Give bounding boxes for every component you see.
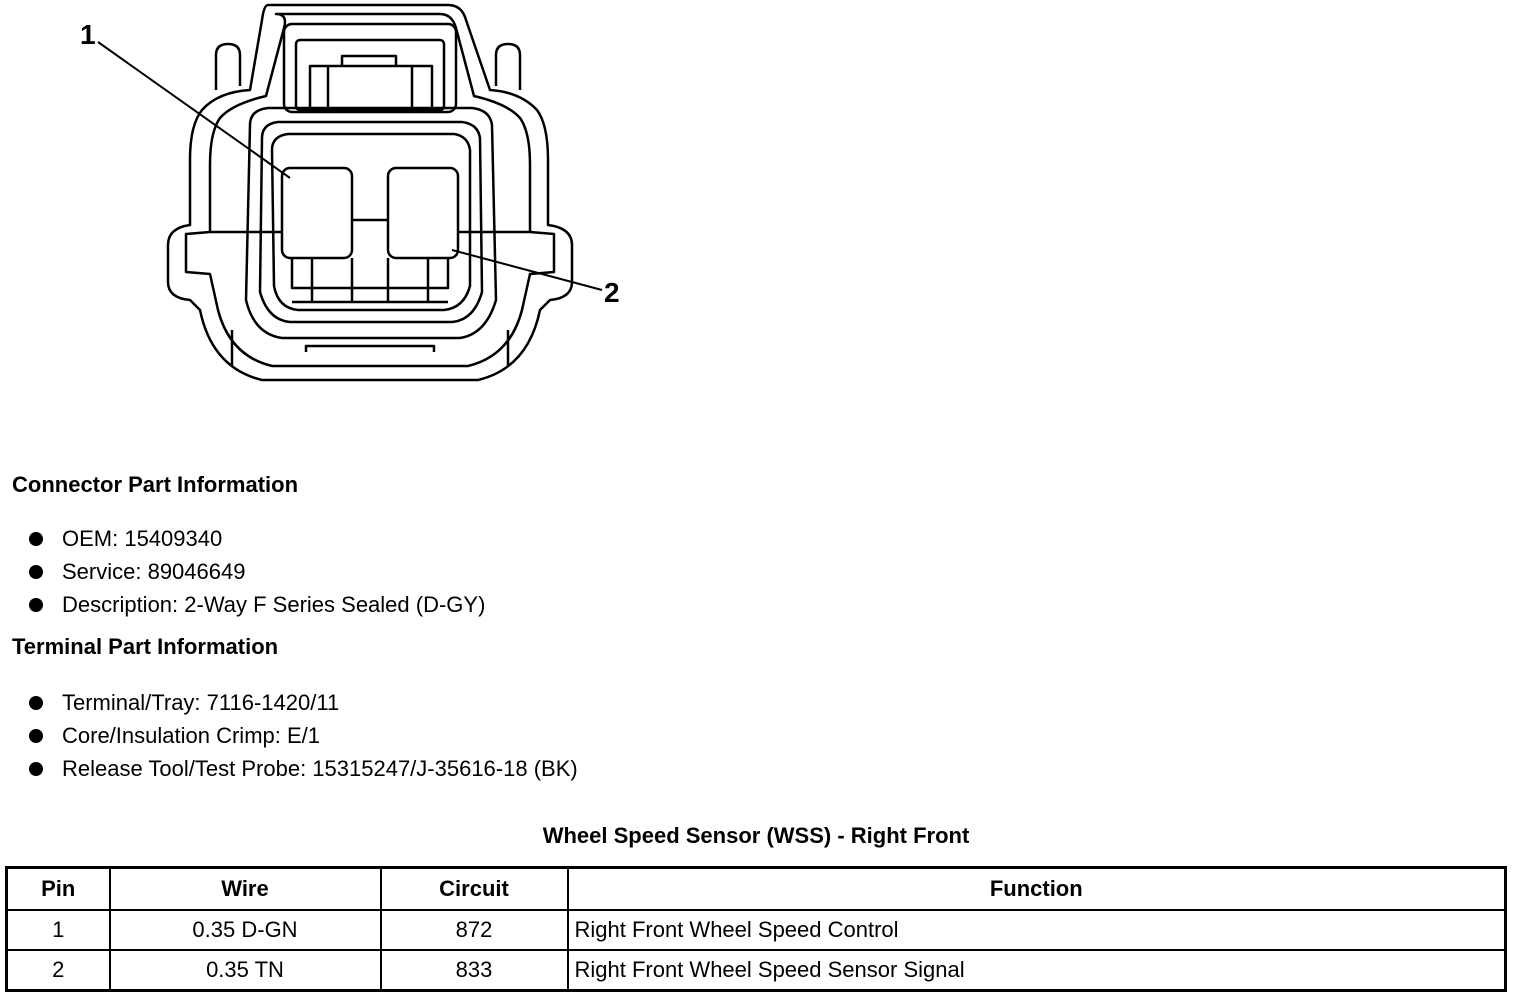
- cell-pin: 1: [5, 909, 111, 951]
- terminal-cavity-1: [280, 166, 354, 260]
- table-header-row: Pin Wire Circuit Function: [5, 866, 1507, 911]
- connector-service: Service: 89046649: [62, 559, 246, 584]
- cell-function: Right Front Wheel Speed Control: [566, 909, 1507, 951]
- cell-function: Right Front Wheel Speed Sensor Signal: [566, 949, 1507, 992]
- callout-2: 2: [604, 277, 620, 308]
- bullet-icon: [29, 762, 43, 776]
- table-row: 1 0.35 D-GN 872 Right Front Wheel Speed …: [5, 909, 1507, 951]
- header-circuit: Circuit: [379, 866, 569, 911]
- cell-circuit: 872: [379, 909, 569, 951]
- list-item: OEM: 15409340: [0, 526, 485, 559]
- bullet-icon: [29, 598, 43, 612]
- header-function: Function: [566, 866, 1507, 911]
- terminal-cavity-2: [386, 166, 460, 260]
- connector-description: Description: 2-Way F Series Sealed (D-GY…: [62, 592, 486, 617]
- list-item: Service: 89046649: [0, 559, 485, 592]
- leader-line-2: [451, 249, 603, 291]
- bullet-icon: [29, 565, 43, 579]
- bullet-icon: [29, 532, 43, 546]
- terminal-part-info-heading: Terminal Part Information: [12, 634, 279, 659]
- housing-outline: [166, 3, 574, 382]
- core-insulation-crimp: Core/Insulation Crimp: E/1: [62, 723, 320, 748]
- callout-1: 1: [80, 19, 96, 50]
- header-wire: Wire: [108, 866, 382, 911]
- terminal-tray: Terminal/Tray: 7116-1420/11: [62, 690, 340, 715]
- header-pin: Pin: [5, 866, 111, 911]
- list-item: Core/Insulation Crimp: E/1: [0, 723, 578, 756]
- table-row: 2 0.35 TN 833 Right Front Wheel Speed Se…: [5, 949, 1507, 992]
- bullet-icon: [29, 696, 43, 710]
- leader-line-1: [97, 41, 291, 179]
- bullet-icon: [29, 729, 43, 743]
- release-tool-test-probe: Release Tool/Test Probe: 15315247/J-3561…: [62, 756, 578, 781]
- cell-pin: 2: [5, 949, 111, 992]
- cell-circuit: 833: [379, 949, 569, 992]
- terminal-part-info-list: Terminal/Tray: 7116-1420/11 Core/Insulat…: [0, 690, 578, 789]
- pinout-table-title: Wheel Speed Sensor (WSS) - Right Front: [542, 823, 970, 848]
- cell-wire: 0.35 TN: [108, 949, 382, 992]
- connector-part-info-list: OEM: 15409340 Service: 89046649 Descript…: [0, 526, 485, 625]
- connector-oem: OEM: 15409340: [62, 526, 223, 551]
- pinout-table: Pin Wire Circuit Function 1 0.35 D-GN 87…: [5, 866, 1507, 992]
- connector-face-diagram: 1 2: [80, 3, 620, 382]
- connector-part-info-heading: Connector Part Information: [12, 472, 299, 497]
- list-item: Release Tool/Test Probe: 15315247/J-3561…: [0, 756, 578, 789]
- cell-wire: 0.35 D-GN: [108, 909, 382, 951]
- list-item: Description: 2-Way F Series Sealed (D-GY…: [0, 592, 485, 625]
- list-item: Terminal/Tray: 7116-1420/11: [0, 690, 578, 723]
